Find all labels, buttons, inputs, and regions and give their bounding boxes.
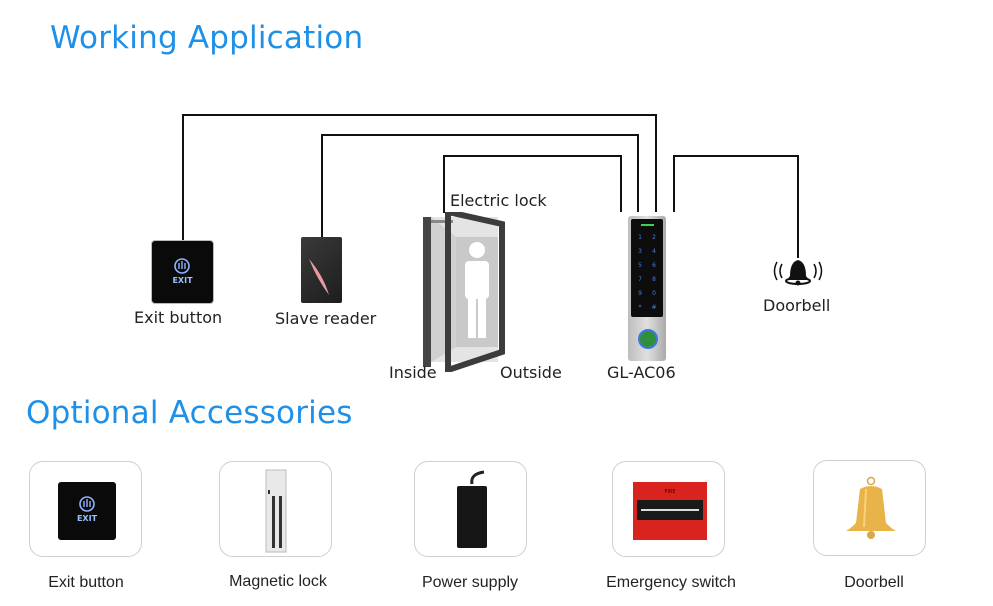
- keypad-key: 4: [652, 248, 656, 255]
- fire-text: FIRE: [665, 489, 676, 495]
- wire-exit-button: [182, 114, 657, 240]
- exit-button-icon: EXIT: [58, 482, 116, 540]
- status-led: [641, 224, 654, 226]
- keypad-key: 6: [652, 262, 656, 269]
- exit-button-label: Exit button: [134, 308, 223, 327]
- door-illustration: [423, 212, 505, 372]
- slave-reader-device: [301, 237, 342, 303]
- keypad-key: 1: [638, 234, 642, 241]
- accessory-card-power-supply: [414, 461, 527, 557]
- keypad-key: #: [651, 304, 657, 311]
- accessory-card-doorbell: [813, 460, 926, 556]
- keypad-key: 5: [638, 262, 642, 269]
- exit-hand-icon: [79, 496, 95, 512]
- bell-icon: [846, 476, 896, 539]
- door-inside-label: Inside: [389, 363, 437, 382]
- wiring-diagram: [182, 114, 799, 258]
- controller-label: GL-AC06: [607, 363, 676, 382]
- wire-electric-lock: [443, 155, 622, 213]
- power-supply-icon: [457, 470, 487, 548]
- wire-slave-reader: [321, 134, 639, 238]
- accessory-card-exit-button: EXIT: [29, 461, 142, 557]
- slave-reader-label: Slave reader: [275, 309, 377, 328]
- exit-button-text: EXIT: [172, 276, 193, 285]
- wire-doorbell: [673, 155, 799, 258]
- door-outside-label: Outside: [500, 363, 562, 382]
- keypad-key: 0: [652, 290, 656, 297]
- working-application-title: Working Application: [50, 20, 364, 56]
- optional-accessories-title: Optional Accessories: [26, 395, 353, 431]
- accessory-card-magnetic-lock: [219, 461, 332, 557]
- accessory-label-magnetic-lock: Magnetic lock: [229, 573, 327, 590]
- accessory-label-exit-button: Exit button: [48, 574, 124, 591]
- keypad-key: 9: [638, 290, 642, 297]
- accessory-label-power-supply: Power supply: [421, 574, 519, 591]
- emergency-switch-icon: FIRE: [633, 482, 707, 540]
- fingerprint-sensor: [638, 329, 658, 349]
- keypad-grid: 1 2 3 4 5 6 7 8 9 0 * #: [633, 232, 661, 314]
- doorbell-ringing-icon: [773, 260, 823, 286]
- rfid-wave-icon: [309, 259, 329, 295]
- doorbell-label: Doorbell: [763, 296, 831, 315]
- accessory-card-emergency-switch: FIRE: [612, 461, 725, 557]
- keypad-key: 3: [638, 248, 642, 255]
- exit-hand-icon: [174, 258, 190, 274]
- magnetic-lock-icon: [265, 469, 287, 553]
- keypad-panel: 1 2 3 4 5 6 7 8 9 0 * #: [631, 219, 663, 317]
- keypad-key: 2: [652, 234, 656, 241]
- exit-text: EXIT: [76, 514, 98, 523]
- accessory-label-emergency-switch: Emergency switch: [606, 574, 736, 591]
- electric-lock-label: Electric lock: [450, 191, 547, 210]
- accessory-label-doorbell: Doorbell: [844, 574, 904, 591]
- keypad-key: 8: [652, 276, 656, 283]
- exit-button-device: EXIT: [151, 240, 214, 304]
- keypad-key: *: [638, 304, 642, 311]
- keypad-key: 7: [638, 276, 642, 283]
- controller-device: 1 2 3 4 5 6 7 8 9 0 * #: [628, 216, 666, 361]
